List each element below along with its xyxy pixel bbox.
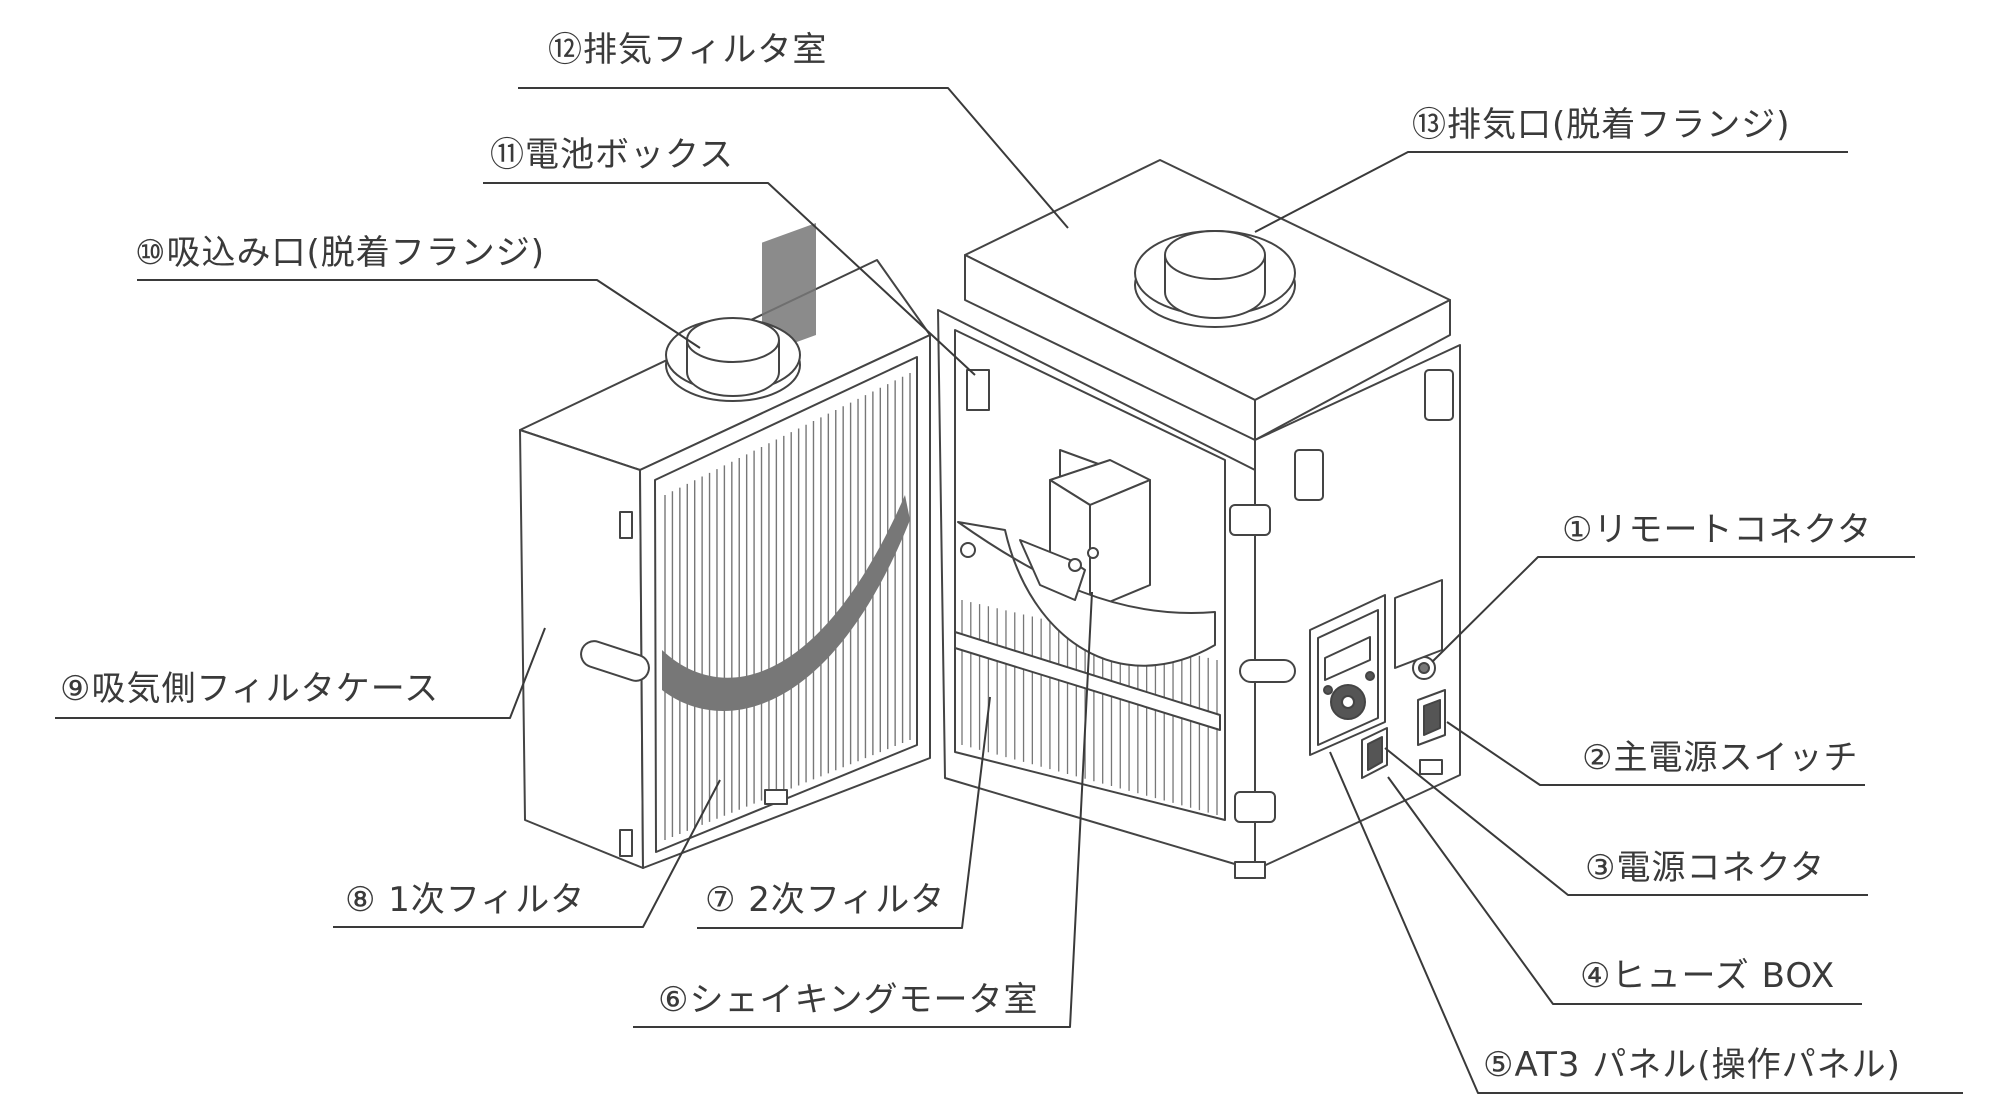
label-battery-box: ⑪電池ボックス xyxy=(490,135,734,175)
label-exhaust-port: ⑬排気口(脱着フランジ) xyxy=(1412,105,1791,145)
label-plate xyxy=(1394,579,1443,669)
fuse-box xyxy=(1361,727,1388,779)
label-intake-filter-case: ⑨吸気側フィルタケース xyxy=(60,669,440,709)
at3-panel xyxy=(1309,594,1386,756)
shaking-motor-chamber xyxy=(954,449,1221,731)
primary-filter-pattern xyxy=(662,223,910,711)
label-exhaust-filter-chamber: ⑫排気フィルタ室 xyxy=(548,30,828,70)
label-main-power-switch: ②主電源スイッチ xyxy=(1582,738,1859,778)
leader-lines xyxy=(55,87,1963,1094)
label-at3-panel: ⑤AT3 パネル(操作パネル) xyxy=(1483,1045,1901,1085)
main-power-switch xyxy=(1417,689,1446,746)
door-latches xyxy=(1229,369,1454,823)
label-remote-connector: ①リモートコネクタ xyxy=(1562,510,1873,550)
label-secondary-filter: ⑦ 2次フィルタ xyxy=(705,880,946,920)
label-shaking-motor-chamber: ⑥シェイキングモータ室 xyxy=(658,980,1039,1020)
intake-flange xyxy=(665,317,801,402)
label-fuse-box: ④ヒューズ BOX xyxy=(1580,956,1836,996)
label-power-connector: ③電源コネクタ xyxy=(1585,848,1826,888)
label-primary-filter: ⑧ 1次フィルタ xyxy=(345,880,586,920)
exhaust-flange xyxy=(1134,230,1296,328)
label-intake-port: ⑩吸込み口(脱着フランジ) xyxy=(135,233,546,273)
